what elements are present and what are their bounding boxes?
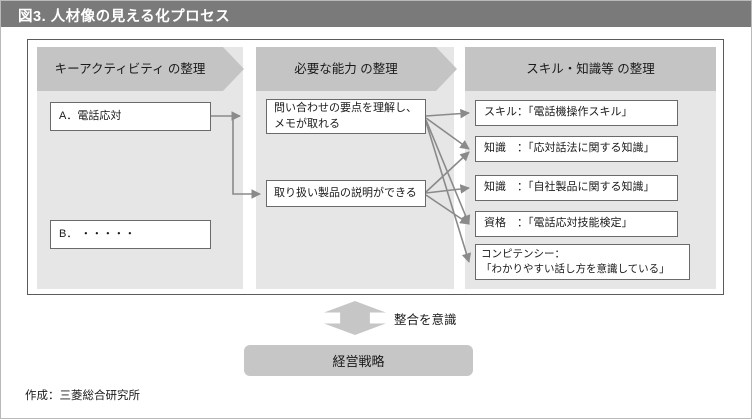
node-required-ability-2[interactable]: 取り扱い製品の説明ができる xyxy=(266,180,426,207)
node-skill-4[interactable]: 資格 ：「電話応対技能検定」 xyxy=(475,211,678,237)
node-label: スキル：「電話機操作スキル」 xyxy=(484,106,633,119)
process-diagram-frame: キーアクティビティ の整理 必要な能力 の整理 スキル・知識等 の整理 xyxy=(27,39,724,295)
figure-title-bar: 図3. 人材像の見える化プロセス xyxy=(1,1,751,27)
management-strategy-box[interactable]: 経営戦略 xyxy=(244,345,473,376)
node-skill-2[interactable]: 知識 ：「応対話法に関する知識」 xyxy=(475,136,678,162)
management-strategy-label: 経営戦略 xyxy=(332,354,385,369)
node-required-ability-1[interactable]: 問い合わせの要点を理解し、 メモが取れる xyxy=(266,99,426,134)
node-key-activity-a[interactable]: A．電話応対 xyxy=(50,102,211,131)
node-label: 問い合わせの要点を理解し、 メモが取れる xyxy=(274,102,417,130)
column-header-required-ability: 必要な能力 の整理 xyxy=(256,47,436,91)
figure-title: 図3. 人材像の見える化プロセス xyxy=(18,9,231,25)
node-label: 資格 ：「電話応対技能検定」 xyxy=(484,217,633,230)
node-label: コンピテンシー： 「わかりやすい話し方を意識している」 xyxy=(481,248,670,275)
column-header-skill-knowledge: スキル・知識等 の整理 xyxy=(465,47,716,91)
node-key-activity-b[interactable]: B． ・・・・・ xyxy=(50,220,211,249)
figure-credit: 作成：三菱総合研究所 xyxy=(25,390,140,402)
node-skill-5[interactable]: コンピテンシー： 「わかりやすい話し方を意識している」 xyxy=(475,244,690,280)
alignment-label: 整合を意識 xyxy=(394,313,457,327)
column-header-key-activity: キーアクティビティ の整理 xyxy=(37,47,223,91)
node-label: 知識 ：「自社製品に関する知識」 xyxy=(484,181,655,194)
double-arrow-vertical-icon xyxy=(324,301,386,335)
node-skill-1[interactable]: スキル：「電話機操作スキル」 xyxy=(475,100,678,126)
node-label: 知識 ：「応対話法に関する知識」 xyxy=(484,142,655,155)
node-label: 取り扱い製品の説明ができる xyxy=(274,186,417,199)
node-skill-3[interactable]: 知識 ：「自社製品に関する知識」 xyxy=(475,175,678,201)
node-label: A．電話応対 xyxy=(59,109,122,122)
node-label: B． ・・・・・ xyxy=(59,227,136,240)
